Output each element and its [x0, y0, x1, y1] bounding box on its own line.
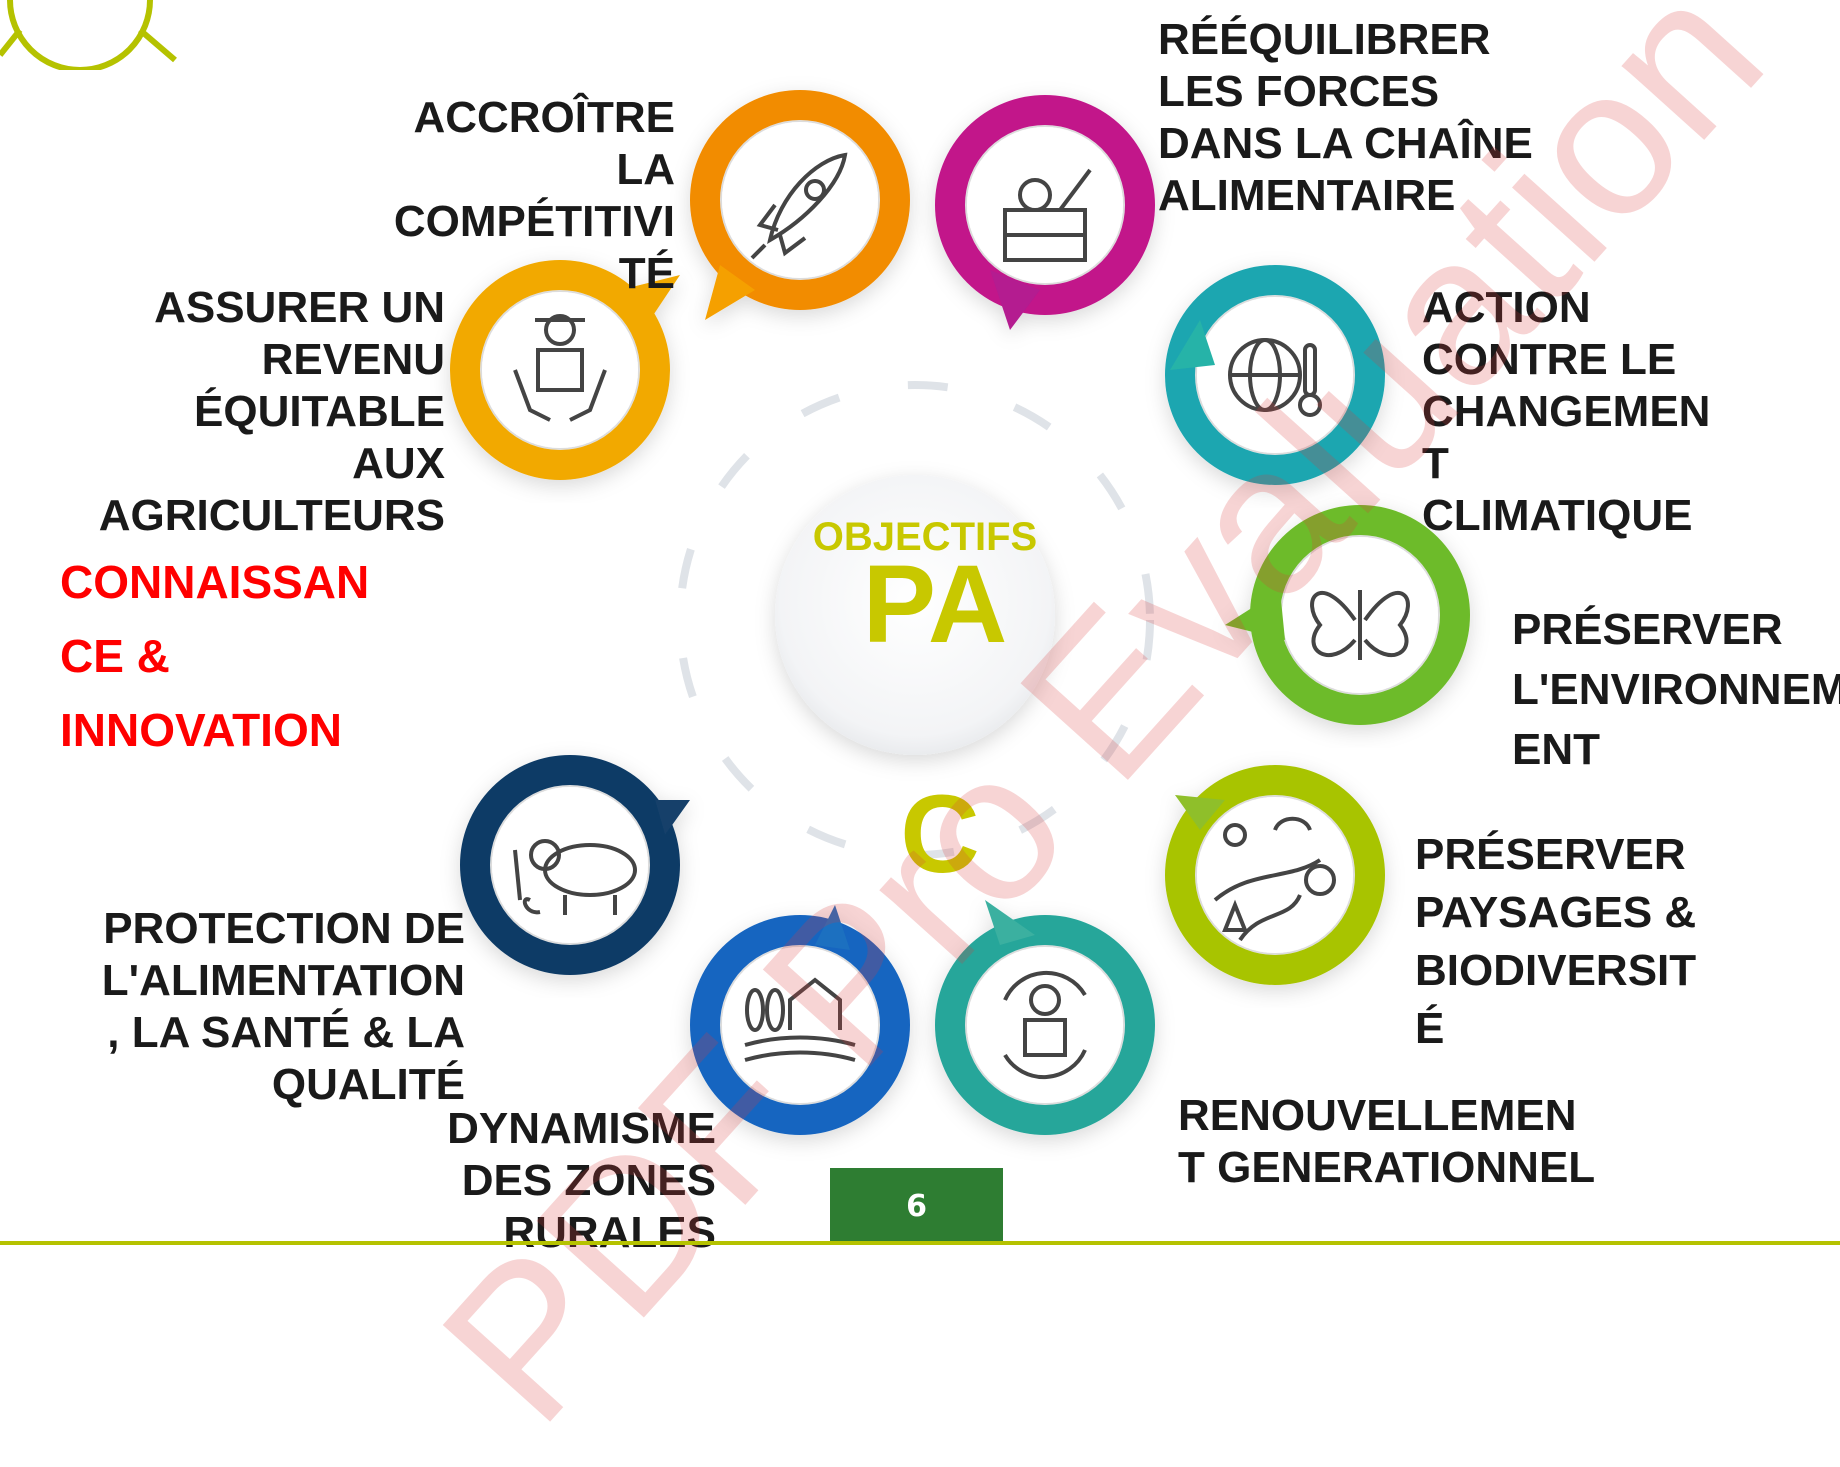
food-crate-icon: [1003, 168, 1092, 262]
bottom-divider: [0, 1241, 1840, 1245]
ring-revenu: [450, 260, 680, 480]
label-renouvellement: RENOUVELLEMEN T GENERATIONNEL: [1178, 1091, 1596, 1192]
farmer-cycle-icon: [1003, 971, 1087, 1079]
ring-renouvellement: [935, 900, 1155, 1135]
rocket-icon: [750, 152, 848, 260]
page-number: 6: [830, 1168, 1003, 1245]
globe-thermometer-icon: [1228, 338, 1322, 417]
farm-house-icon: [744, 977, 856, 1062]
center-title-mid: PA: [862, 543, 1008, 666]
farmer-hands-icon: [513, 314, 607, 422]
label-paysages: PRÉSERVER PAYSAGES & BIODIVERSIT É: [1415, 830, 1697, 1053]
label-competitivite: ACCROÎTRE LA COMPÉTITIVI TÉ: [393, 93, 675, 298]
label-environnement: PRÉSERVER L'ENVIRONNEM ENT: [1512, 605, 1840, 774]
center-circle: [775, 475, 1055, 755]
landscape-icon: [1213, 816, 1336, 942]
label-connaissance-innovation: CONNAISSAN CE & INNOVATION: [60, 556, 370, 756]
center-title-top: OBJECTIFS: [812, 515, 1038, 559]
ring-rural: [690, 905, 910, 1135]
label-rural: DYNAMISME DES ZONES RURALES: [447, 1104, 716, 1257]
ring-environnement: [1225, 505, 1470, 725]
ring-alimentation: [460, 755, 690, 975]
ring-chaine: [935, 95, 1155, 330]
label-alimentation: PROTECTION DE L'ALIMENTATION , LA SANTÉ …: [101, 904, 465, 1109]
ring-competitivite: [690, 90, 910, 320]
butterfly-leaf-icon: [1310, 590, 1410, 660]
center-title-bottom: C: [900, 773, 980, 896]
label-climat: ACTION CONTRE LE CHANGEMEN T CLIMATIQUE: [1422, 283, 1711, 540]
label-chaine: RÉÉQUILIBRER LES FORCES DANS LA CHAÎNE A…: [1158, 15, 1533, 220]
objectives-diagram: [450, 90, 1470, 1135]
livestock-icon: [513, 839, 637, 915]
label-revenu: ASSURER UN REVENU ÉQUITABLE AUX AGRICULT…: [98, 283, 445, 540]
logo-ring-icon: [0, 0, 177, 70]
